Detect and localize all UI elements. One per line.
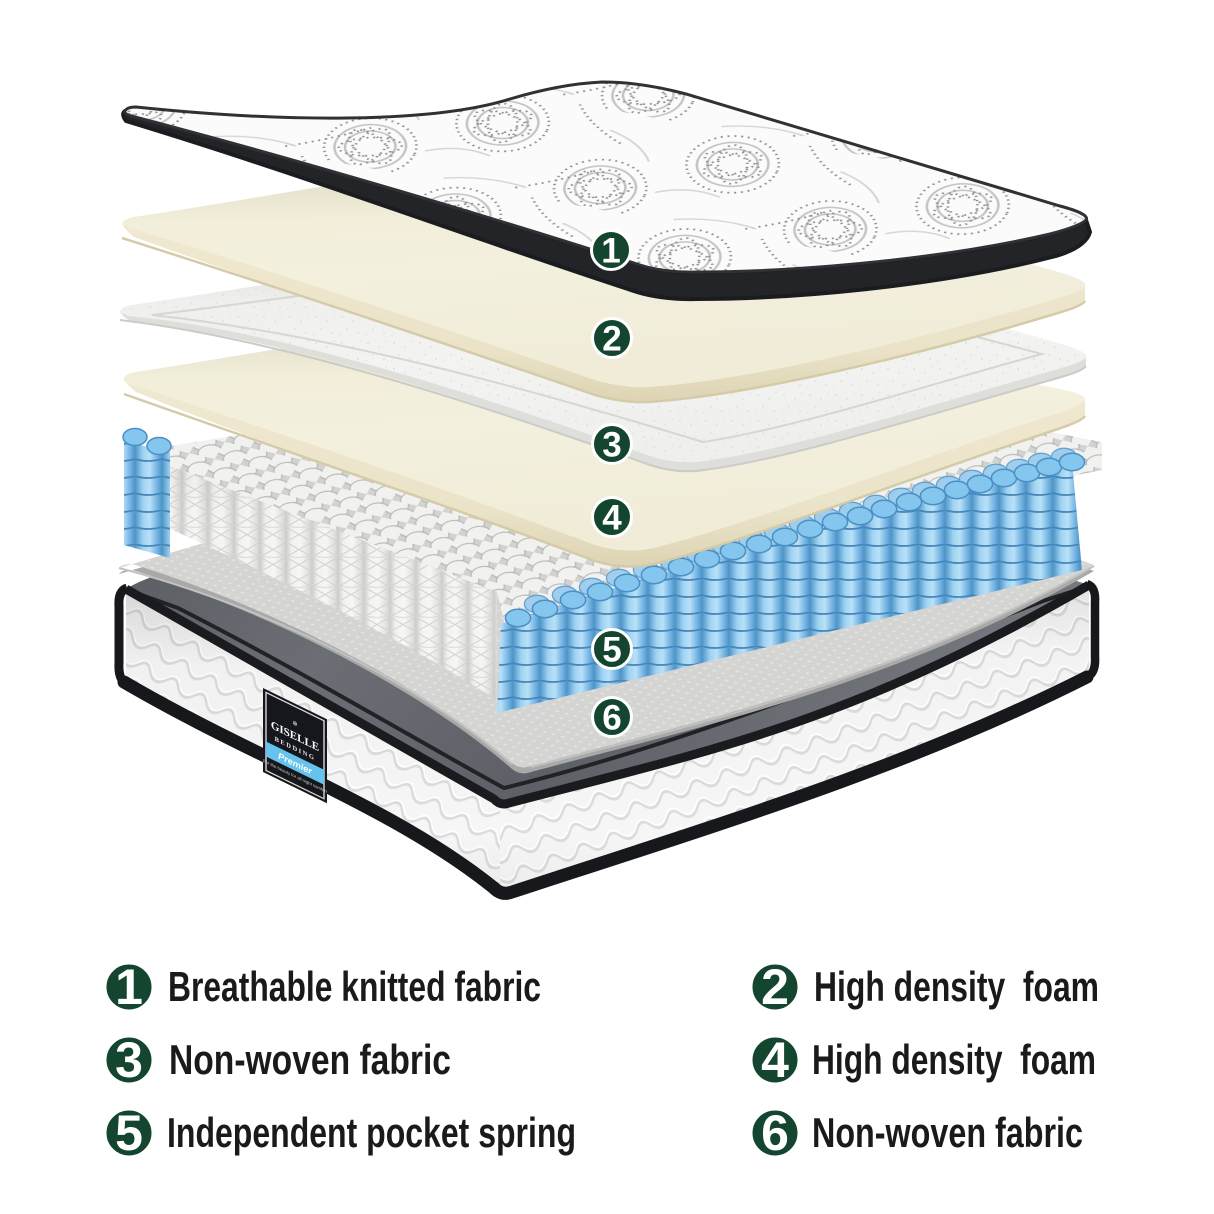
svg-text:4: 4 <box>761 1032 789 1088</box>
svg-text:2: 2 <box>761 959 789 1015</box>
svg-text:✽: ✽ <box>292 720 297 729</box>
svg-text:6: 6 <box>761 1105 789 1161</box>
svg-text:3: 3 <box>115 1032 143 1088</box>
svg-text:1: 1 <box>115 959 143 1015</box>
svg-text:Breathable knitted fabric: Breathable knitted fabric <box>168 963 541 1010</box>
svg-text:5: 5 <box>602 631 621 670</box>
svg-text:6: 6 <box>602 699 621 738</box>
svg-text:4: 4 <box>602 499 622 538</box>
svg-text:3: 3 <box>602 426 621 465</box>
svg-text:Independent pocket spring: Independent pocket spring <box>167 1109 576 1156</box>
svg-text:High density foam: High density foam <box>812 1036 1096 1083</box>
svg-text:5: 5 <box>115 1105 143 1161</box>
svg-text:High density foam: High density foam <box>814 963 1099 1010</box>
svg-text:1: 1 <box>601 232 620 271</box>
svg-text:2: 2 <box>602 320 621 359</box>
svg-text:Non-woven fabric: Non-woven fabric <box>169 1036 451 1083</box>
svg-text:Non-woven fabric: Non-woven fabric <box>812 1109 1083 1156</box>
